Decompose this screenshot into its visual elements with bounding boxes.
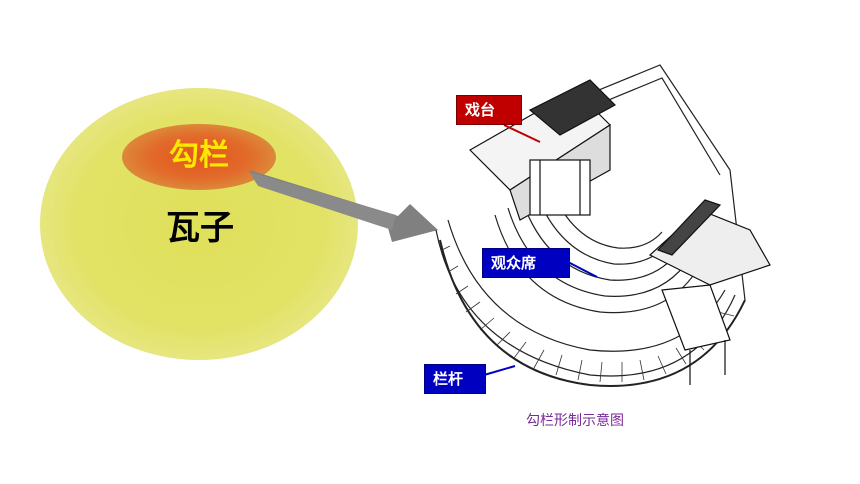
goulan-label: 勾栏 — [169, 138, 229, 173]
goulan-ellipse — [122, 124, 276, 190]
langan-pointer — [483, 365, 516, 376]
label-guanzhongxi: 观众席 — [482, 248, 570, 278]
guanzhongxi-pointer — [567, 261, 598, 278]
corner-tower — [648, 199, 771, 385]
wazi-label: 瓦子 — [166, 208, 234, 248]
stage-pavilion — [469, 79, 616, 221]
goulan-schematic-drawing — [435, 64, 771, 387]
label-xitai: 戏台 — [456, 95, 522, 125]
xitai-pointer — [503, 124, 541, 143]
pointer-arrow-body — [250, 172, 396, 230]
label-langan: 栏杆 — [424, 364, 486, 394]
diagram-caption: 勾栏形制示意图 — [526, 413, 624, 429]
